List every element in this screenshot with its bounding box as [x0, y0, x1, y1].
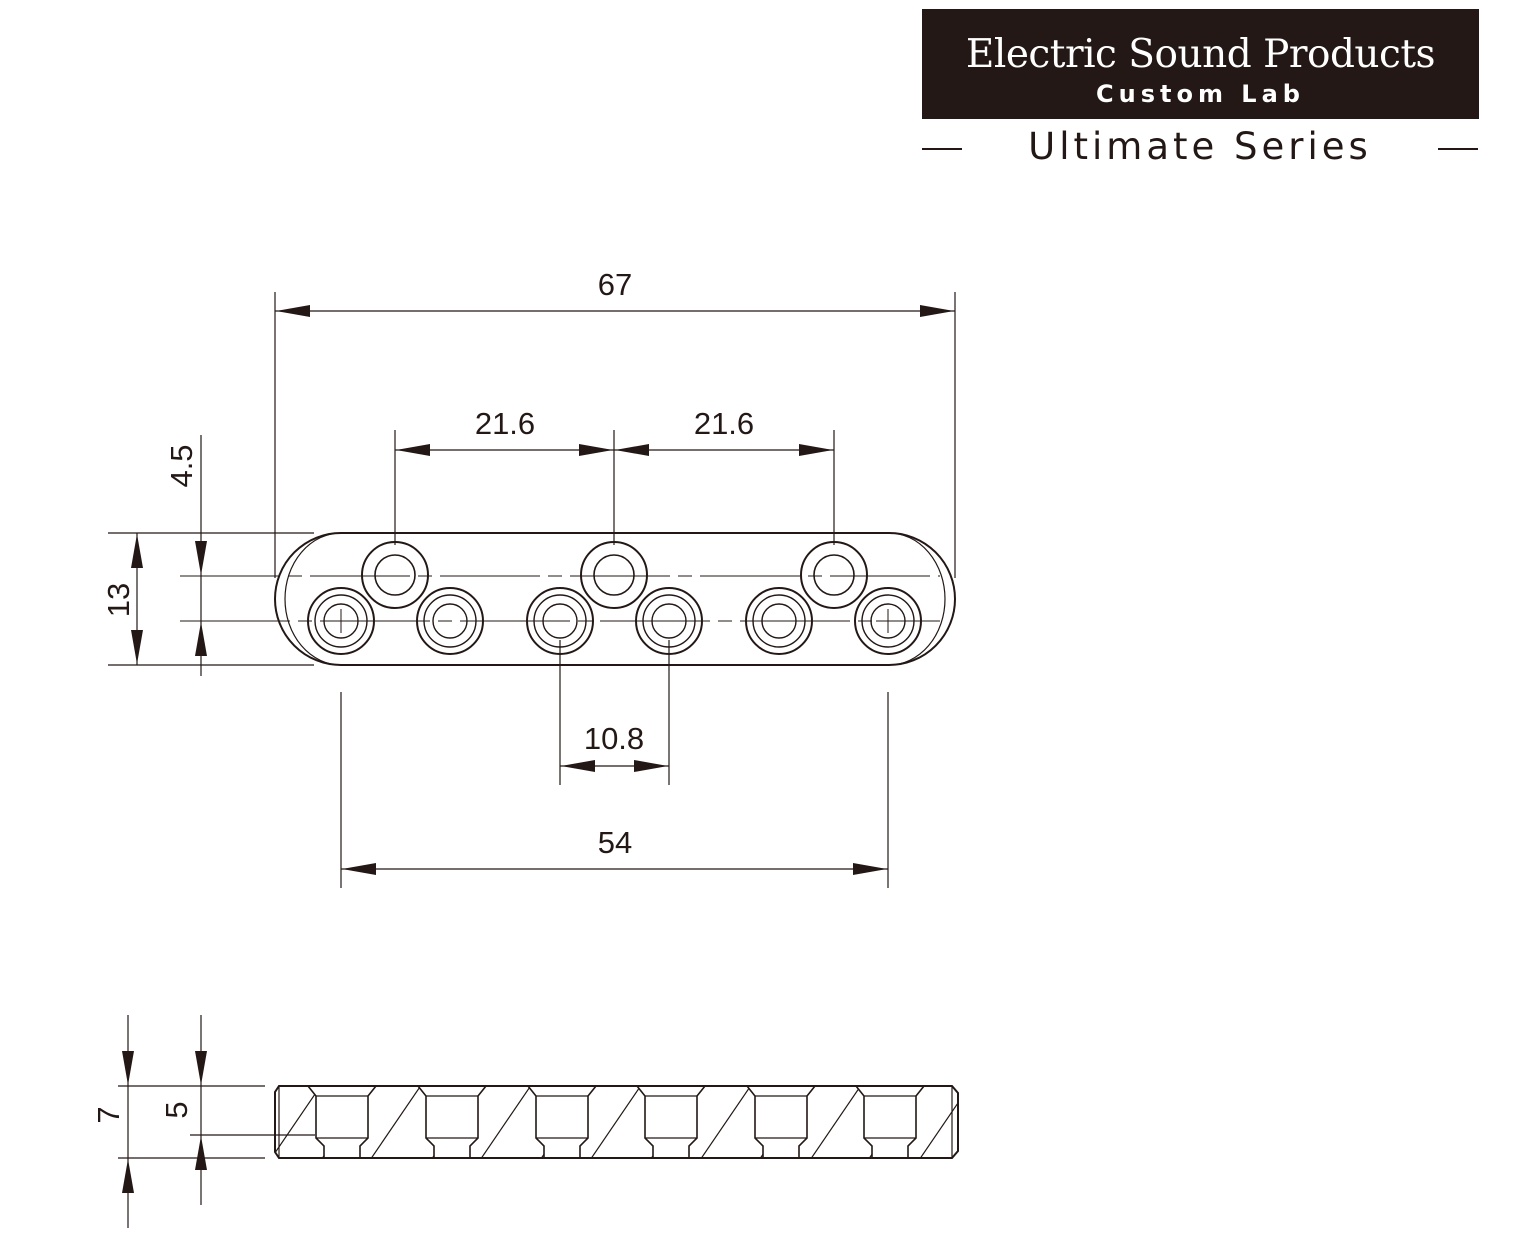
dim-spacing-right: 21.6	[694, 406, 754, 441]
lower-hole-5	[745, 587, 813, 655]
lower-hole-2	[416, 587, 484, 655]
dimension-labels-side: 7 5	[91, 1101, 194, 1123]
dim-offset-vertical: 4.5	[164, 444, 199, 487]
side-holes	[306, 1085, 926, 1159]
side-view	[274, 1085, 959, 1159]
dim-pair-spacing: 10.8	[584, 721, 644, 756]
lower-hole-1	[307, 587, 375, 655]
dim-overall-length: 67	[598, 267, 632, 302]
series-title: Ultimate Series	[1028, 125, 1372, 168]
top-view	[180, 532, 956, 666]
dimensions-side	[118, 1015, 315, 1228]
dim-thread-depth: 5	[159, 1101, 194, 1118]
dimensions-top	[108, 292, 956, 888]
arrowheads-top	[131, 305, 954, 875]
dim-width: 13	[101, 583, 136, 617]
brand-subtitle: Custom Lab	[1096, 80, 1305, 108]
upper-hole-1	[361, 541, 429, 609]
plate-inner-edge	[284, 532, 342, 666]
dim-outer-span: 54	[598, 825, 632, 860]
arrowheads-side	[122, 1051, 207, 1193]
plate-outline	[274, 532, 956, 666]
series-dash-left	[922, 148, 962, 150]
dim-total-height: 7	[91, 1106, 126, 1123]
series-dash-right	[1438, 148, 1478, 150]
brand-name: Electric Sound Products	[965, 32, 1436, 77]
upper-hole-2	[580, 541, 648, 609]
brand-logo: Electric Sound Products Custom Lab	[922, 9, 1479, 119]
lower-hole-6	[854, 587, 922, 655]
side-hole-details	[316, 1095, 916, 1139]
upper-hole-3	[800, 541, 868, 609]
plate-inner-edge-right	[888, 532, 946, 666]
dimension-labels-top: 67 21.6 21.6 10.8 54 4.5 13	[101, 267, 754, 860]
series-banner: Ultimate Series	[920, 125, 1480, 169]
dim-spacing-left: 21.6	[475, 406, 535, 441]
